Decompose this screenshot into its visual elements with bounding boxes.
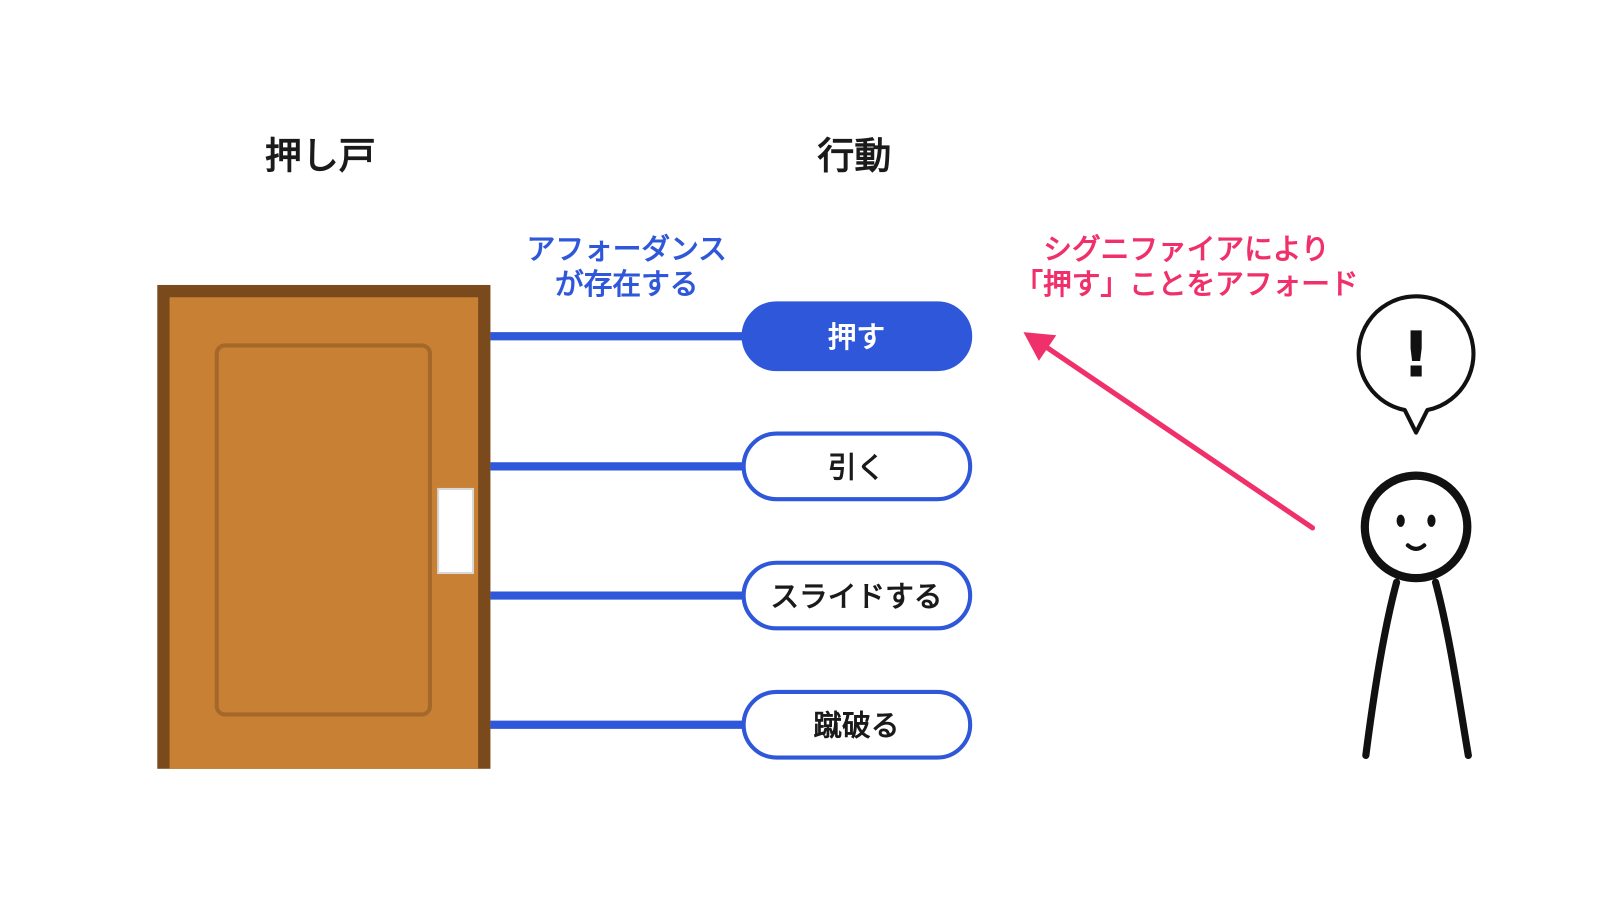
person-head — [1360, 471, 1472, 583]
door-body — [169, 297, 479, 769]
action-label: 引く — [828, 450, 885, 484]
signifier-note-line1: シグニファイアにより — [1043, 232, 1329, 266]
action-label: スライドする — [770, 580, 942, 614]
exclamation-mark: ! — [1402, 318, 1431, 392]
actions-title: 行動 — [817, 134, 891, 177]
door-title: 押し戸 — [265, 134, 376, 177]
speech-bubble-shape — [1356, 294, 1476, 435]
action-pill-shape — [741, 560, 973, 631]
action-pill-shape — [741, 301, 973, 372]
signifier-arrow — [1023, 332, 1316, 531]
signifier-arrow-head — [1023, 332, 1057, 361]
signifier-arrow-shaft — [1041, 342, 1316, 531]
affordance-note-line1: アフォーダンス — [527, 232, 727, 266]
action-label: 蹴破る — [813, 709, 899, 743]
action-pill-shape — [741, 431, 973, 502]
signifier-note-line2: 「押す」ことをアフォード — [1014, 267, 1358, 301]
door-panel — [214, 343, 433, 717]
door-handle — [437, 487, 475, 575]
speech-bubble: ! — [1356, 294, 1476, 435]
person-body-left — [1362, 578, 1401, 760]
person-figure — [1360, 471, 1472, 760]
action-pill-shape — [741, 689, 973, 760]
person-eye-left — [1396, 514, 1405, 527]
affordance-note-line2: が存在する — [555, 267, 698, 301]
action-pill-slide: スライドする — [741, 560, 973, 631]
action-pill-kick: 蹴破る — [741, 689, 973, 760]
person-body-right — [1431, 578, 1472, 760]
door — [157, 284, 491, 769]
person-smile — [1405, 543, 1427, 551]
action-label: 押す — [828, 320, 885, 354]
person-eye-right — [1427, 514, 1436, 527]
action-pill-push: 押す — [741, 301, 973, 372]
action-pill-pull: 引く — [741, 431, 973, 502]
